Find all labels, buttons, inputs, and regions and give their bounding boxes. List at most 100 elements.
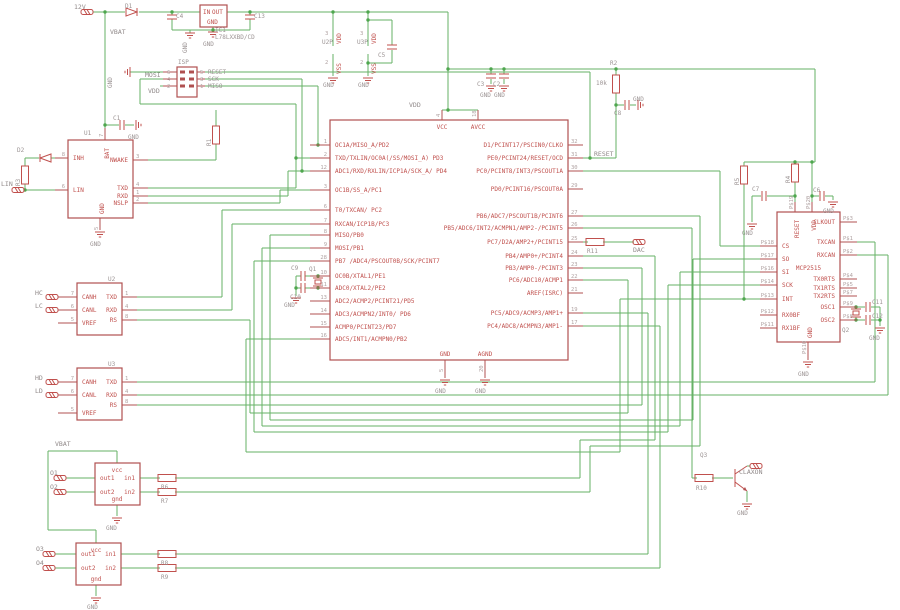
pin-number: 2 [136, 197, 139, 203]
ref-c7: C7 [752, 186, 760, 193]
conn-lc[interactable] [45, 307, 59, 313]
conn-lin[interactable] [11, 187, 25, 193]
pin-name: in2 [105, 565, 116, 572]
net-o3: O3 [36, 545, 44, 553]
ref-c4: C4 [176, 13, 184, 20]
conn-ld[interactable] [45, 392, 59, 398]
pin-number: 30 [571, 165, 578, 171]
conn-hd[interactable] [45, 379, 59, 385]
net-ld: LD [35, 387, 43, 395]
pin-number: P$1 [843, 236, 853, 242]
part-ISP-header[interactable] [163, 66, 205, 98]
conn-hc[interactable] [45, 294, 59, 300]
part-C3[interactable] [486, 73, 496, 79]
conn-o1[interactable] [53, 475, 67, 481]
junction-dot [588, 156, 592, 160]
part-R8[interactable] [157, 550, 177, 558]
part-C12[interactable] [865, 315, 871, 325]
pin-number: 32 [571, 139, 578, 145]
ref-c6: C6 [813, 187, 821, 194]
pin-number: 26 [571, 222, 578, 228]
conn-12v[interactable] [80, 9, 94, 15]
part-C1[interactable] [119, 120, 125, 130]
part-R10[interactable] [694, 474, 714, 482]
part-Q1[interactable] [313, 277, 323, 287]
part-R11[interactable] [585, 238, 605, 246]
part-C6[interactable] [819, 191, 825, 201]
gnd-mcu-1: GND [435, 388, 446, 395]
part-R1[interactable] [212, 125, 220, 145]
part-R6[interactable] [157, 474, 177, 482]
pin-name: out1 [81, 551, 96, 558]
pin-name: ADC5/INT1/ACMPN0/PB2 [335, 336, 408, 343]
gnd-symbol [135, 120, 142, 130]
part-C2[interactable] [499, 73, 509, 79]
part-R9[interactable] [157, 564, 177, 572]
ref-r4: R4 [785, 175, 792, 183]
pin-number: 4 [136, 182, 140, 188]
part-Q2[interactable] [851, 308, 861, 318]
ref-c5: C5 [378, 52, 386, 59]
gnd-symbol [480, 379, 490, 386]
pin-name: OSC2 [821, 317, 836, 324]
part-R3[interactable] [21, 165, 29, 185]
part-C8[interactable] [624, 100, 630, 110]
conn-dac[interactable] [632, 239, 646, 245]
pin-name: out2 [81, 565, 96, 572]
part-R2[interactable] [612, 74, 620, 94]
pin-number: 8 [125, 399, 128, 405]
gnd-drv1: GND [106, 525, 117, 532]
part-C13[interactable] [245, 14, 255, 20]
conn-o3[interactable] [42, 551, 56, 557]
part-C11[interactable] [865, 302, 871, 312]
pin-name: TX2RTS [813, 293, 835, 300]
ref-r1: R1 [206, 138, 213, 146]
part-R4[interactable] [791, 163, 799, 183]
part-D2[interactable] [38, 153, 52, 163]
net-12v: 12V [74, 3, 86, 11]
isp-n1: 1 [200, 84, 203, 90]
gnd-symbol [742, 503, 752, 510]
reg-pin-gnd: GND [207, 19, 218, 26]
pin-number: P$16 [761, 266, 774, 272]
ref-d2: D2 [17, 147, 25, 154]
pin-name: RXCAN [817, 252, 835, 259]
part-C5[interactable] [387, 44, 397, 50]
pin-name: TXCAN [817, 239, 835, 246]
part-R5[interactable] [740, 165, 748, 185]
pin-name: VCC [437, 124, 448, 131]
part-C10[interactable] [300, 283, 306, 293]
pin-number: P$17 [761, 253, 774, 259]
conn-claxon[interactable] [749, 463, 763, 469]
val-r2: 10k [596, 80, 607, 87]
part-C4[interactable] [167, 14, 177, 20]
conn-o4[interactable] [42, 565, 56, 571]
conn-o2[interactable] [53, 489, 67, 495]
gnd-c3: GND [480, 92, 491, 99]
junction-dot [878, 318, 882, 322]
junction-dot [793, 160, 797, 164]
part-R7[interactable] [157, 488, 177, 496]
part-Q3[interactable] [734, 465, 748, 492]
pin-number: 6 [71, 389, 74, 395]
pin-number: P$10 [802, 341, 808, 354]
ref-c10: C10 [290, 294, 301, 301]
gnd-drv2: GND [87, 604, 98, 610]
pin-name: SO [782, 256, 790, 263]
junction-dot [211, 28, 215, 32]
gnd-symbol [185, 32, 195, 39]
part-C9[interactable] [300, 271, 306, 281]
pin-name: VDD [811, 220, 818, 231]
part-D1[interactable] [125, 7, 139, 17]
part-C7[interactable] [761, 191, 767, 201]
pin-number: 8 [62, 152, 65, 158]
